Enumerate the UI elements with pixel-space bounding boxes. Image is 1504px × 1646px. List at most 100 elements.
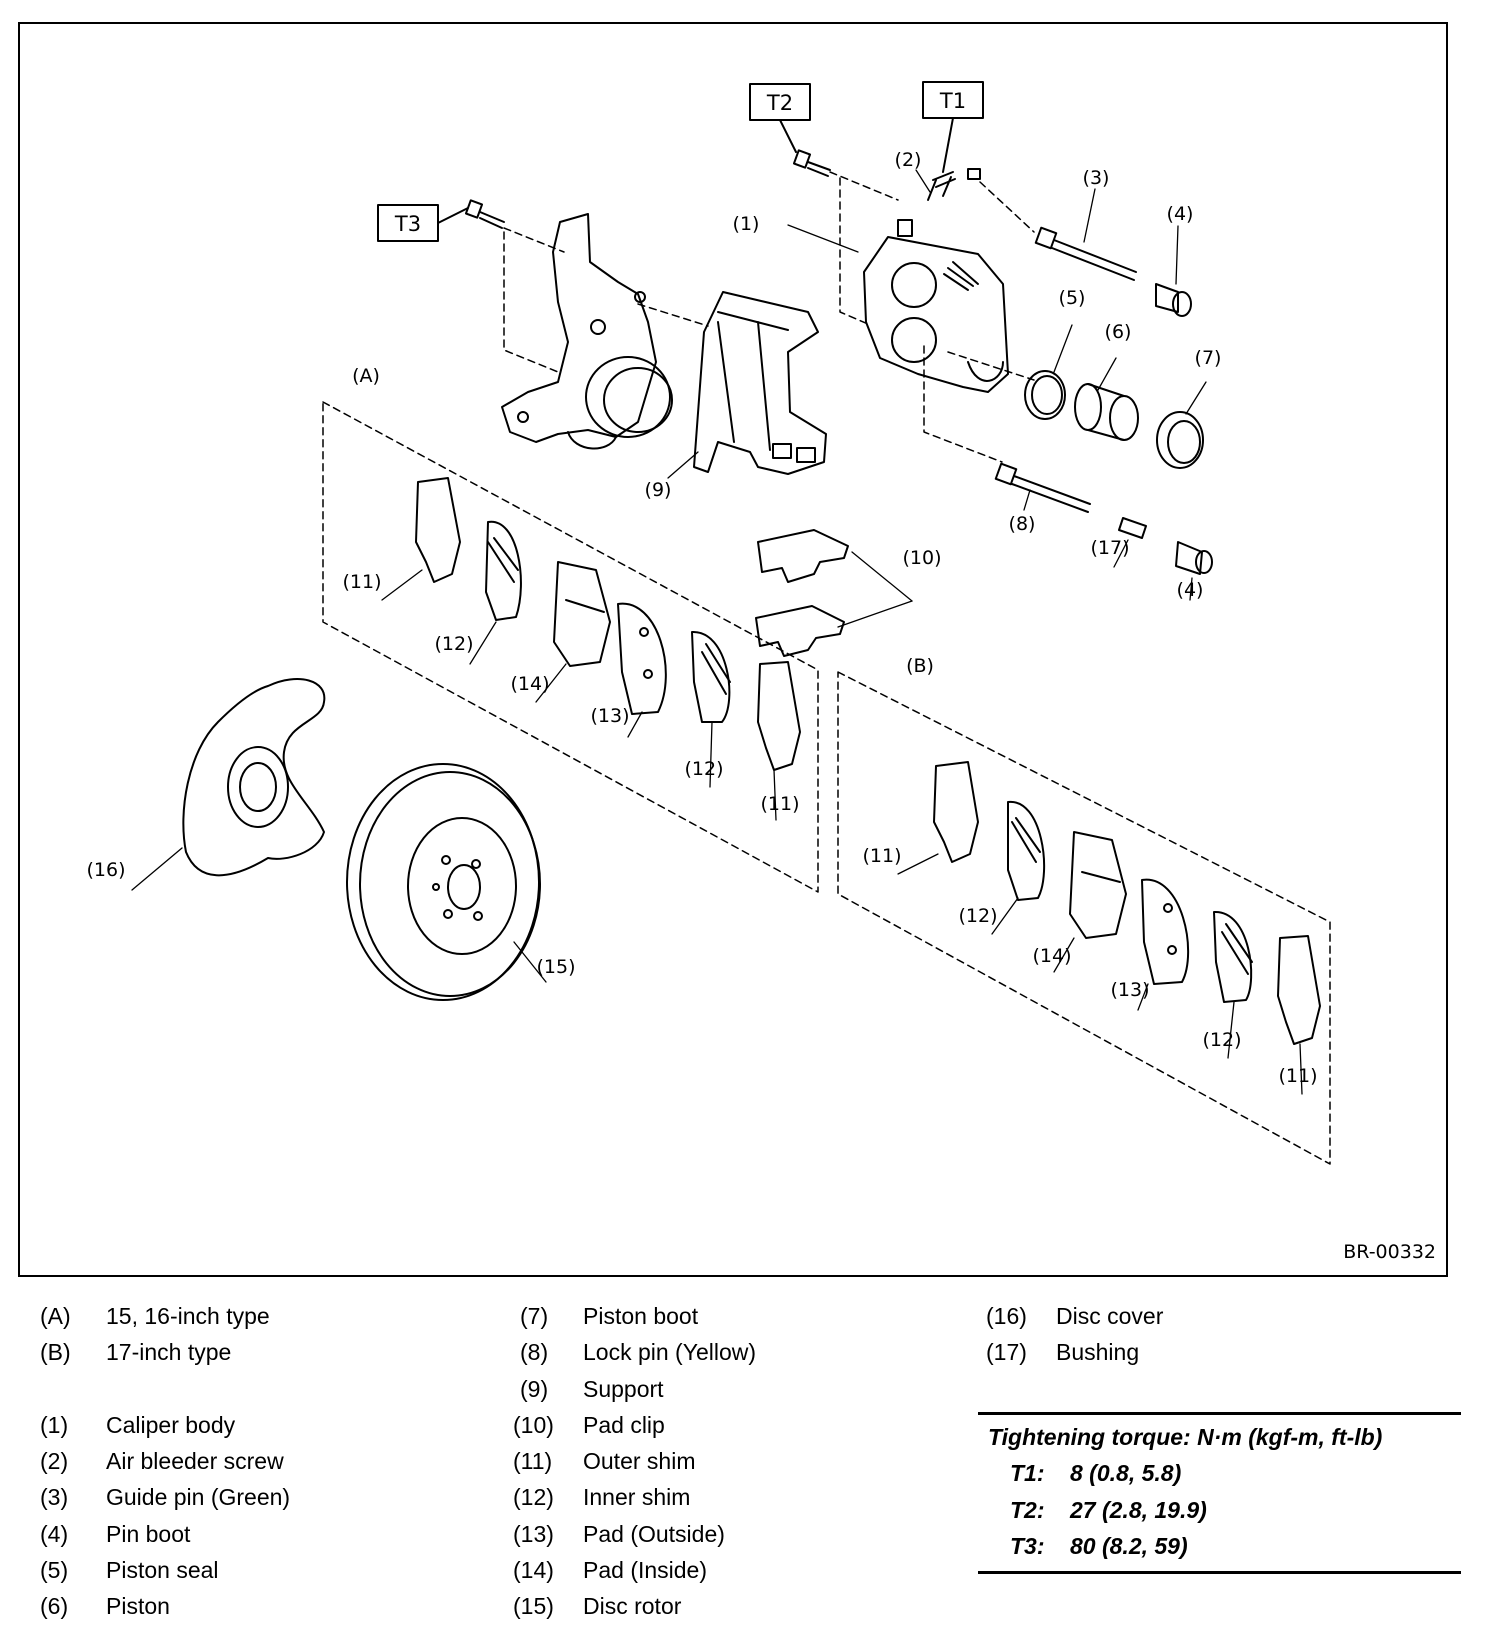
legend-text: Bushing [1056, 1339, 1140, 1366]
torque-box-t1: T1 [922, 81, 984, 119]
torque-key: T3: [1010, 1533, 1045, 1559]
callout-a-11b: (11) [760, 793, 799, 815]
callout-a-13: (13) [590, 705, 629, 727]
callout-5: (5) [1059, 287, 1086, 309]
callout-a-14: (14) [510, 673, 549, 695]
callout-17: (17) [1090, 537, 1129, 559]
callout-4: (4) [1167, 203, 1194, 225]
legend-number: (10) [513, 1411, 554, 1438]
callout-8: (8) [1009, 513, 1036, 535]
callout-3: (3) [1083, 167, 1110, 189]
torque-box-t3-label: T3 [394, 212, 421, 236]
torque-box-t2-label: T2 [766, 91, 793, 115]
legend-number: (16) [986, 1303, 1027, 1329]
group-a-parts [415, 477, 801, 771]
legend-number: (3) [40, 1484, 69, 1511]
legend-item: (A) 15, 16-inch type [40, 1298, 460, 1334]
legend-text: 15, 16-inch type [106, 1303, 270, 1329]
legend-item: (7)Piston boot [513, 1298, 933, 1334]
legend-item: (2)Air bleeder screw [40, 1443, 460, 1479]
air-bleeder-screw [927, 168, 981, 201]
legend-number: (13) [513, 1520, 554, 1547]
bolt-t3 [464, 199, 505, 229]
bushing [1118, 517, 1147, 539]
legend-text: Support [583, 1375, 664, 1402]
torque-table-title: Tightening torque: N·m (kgf-m, ft-lb) [988, 1424, 1383, 1450]
legend-number: (14) [513, 1557, 554, 1584]
legend-item: (4)Pin boot [40, 1516, 460, 1552]
callout-9: (9) [645, 479, 672, 501]
legend-number: (7) [520, 1303, 549, 1329]
legend-number: (6) [40, 1593, 69, 1620]
callout-15: (15) [536, 956, 575, 978]
disc-rotor [346, 763, 541, 1001]
legend-item: (5) Piston seal [40, 1552, 460, 1588]
figure-code: BR-00332 [1343, 1241, 1436, 1263]
callout-4-lower: (4) [1177, 579, 1204, 601]
legend-item: (1) Caliper body [40, 1407, 460, 1443]
legend-number: (A) [40, 1303, 71, 1329]
callout-b-14: (14) [1032, 945, 1071, 967]
leader-lines [131, 169, 1303, 1095]
torque-row: T3: 80 (8.2, 59) [978, 1528, 1461, 1565]
legend-text: Pad (Outside) [583, 1520, 725, 1547]
disc-cover [182, 678, 326, 877]
pin-boot-upper [1155, 283, 1192, 317]
callout-b-12: (12) [958, 905, 997, 927]
group-a-box [322, 401, 819, 893]
legend-item: (6) Piston [40, 1588, 460, 1624]
legend-number: (B) [40, 1339, 71, 1366]
legend-text: Outer shim [583, 1448, 696, 1475]
pin-boot-lower [1175, 541, 1213, 575]
legend-item: (14)Pad (Inside) [513, 1552, 933, 1588]
callout-6: (6) [1105, 321, 1132, 343]
legend-number: (5) [40, 1557, 69, 1584]
legend-text: Caliper body [106, 1411, 236, 1438]
legend-number: (12) [513, 1484, 554, 1511]
caliper-support [693, 291, 827, 475]
torque-box-t2: T2 [749, 83, 811, 121]
legend-text: Piston seal [106, 1557, 219, 1584]
legend-item: (9)Support [513, 1371, 933, 1407]
torque-key: T2: [1010, 1496, 1045, 1523]
legend-column-2: (7)Piston boot (8) Lock pin (Yellow) (9)S… [513, 1298, 933, 1625]
exploded-brake-diagram: T2 T1 T3 [18, 22, 1448, 1277]
torque-box-t3: T3 [377, 204, 439, 242]
callout-a-12b: (12) [684, 758, 723, 780]
legend-text: Lock pin (Yellow) [583, 1339, 757, 1366]
torque-row: T2: 27 (2.8, 19.9) [978, 1492, 1461, 1529]
legend-item: (8) Lock pin (Yellow) [513, 1334, 933, 1370]
piston-seal [1024, 370, 1066, 420]
legend-number: (1) [40, 1411, 69, 1438]
legend-item: (B)17-inch type [40, 1334, 460, 1370]
callout-16: (16) [86, 859, 125, 881]
assembly-guide-lines [503, 171, 1035, 463]
callout-1: (1) [733, 213, 760, 235]
caliper-body [863, 219, 1009, 393]
callout-b-13: (13) [1110, 979, 1149, 1001]
legend-item: (16)Disc cover [986, 1298, 1406, 1334]
legend-column-1: (A) 15, 16-inch type (B)17-inch type (1) C… [40, 1298, 460, 1625]
callout-2: (2) [895, 149, 922, 171]
callout-b-12b: (12) [1202, 1029, 1241, 1051]
legend-column-3: (16)Disc cover (17)Bushing [986, 1298, 1406, 1371]
torque-value: 80 (8.2, 59) [1070, 1533, 1188, 1559]
guide-pin [1034, 226, 1137, 281]
torque-key: T1: [1010, 1460, 1045, 1486]
bolt-t2 [792, 149, 831, 177]
callout-10: (10) [902, 547, 941, 569]
callout-a-12: (12) [434, 633, 473, 655]
torque-value: 27 (2.8, 19.9) [1070, 1496, 1207, 1523]
legend-text: Piston [106, 1593, 170, 1620]
group-b-label: (B) [906, 655, 934, 677]
legend-text: Inner shim [583, 1484, 691, 1511]
legend-number: (8) [520, 1339, 549, 1366]
group-a-label: (A) [352, 365, 380, 387]
legend-item: (13) Pad (Outside) [513, 1516, 933, 1552]
piston-boot [1156, 411, 1204, 469]
lock-pin [994, 462, 1091, 513]
legend-number: (4) [40, 1520, 69, 1547]
legend-text: Pad clip [583, 1411, 665, 1438]
callout-b-11: (11) [862, 845, 901, 867]
callout-7: (7) [1195, 347, 1222, 369]
